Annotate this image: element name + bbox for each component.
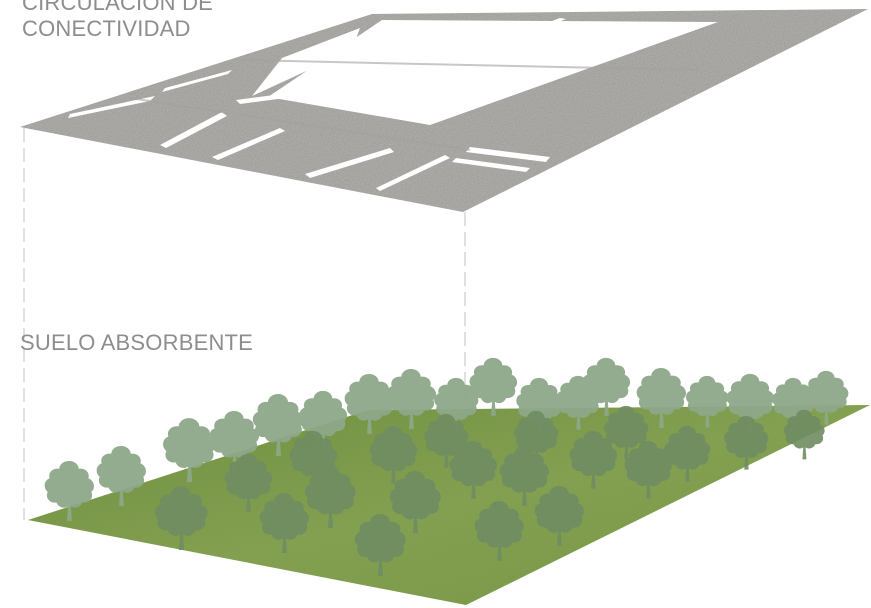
layer-label-circulation: CIRCULACIÓN DE CONECTIVIDAD — [22, 0, 213, 42]
layer-label-circulation-line2: CONECTIVIDAD — [22, 16, 191, 41]
open-plaza-large — [268, 20, 718, 125]
layer-label-absorbent-soil: SUELO ABSORBENTE — [20, 330, 254, 355]
tree-icon — [469, 357, 518, 416]
paved-plane-icon — [20, 9, 868, 212]
layer-label-circulation-line1: CIRCULACIÓN DE — [22, 0, 214, 15]
